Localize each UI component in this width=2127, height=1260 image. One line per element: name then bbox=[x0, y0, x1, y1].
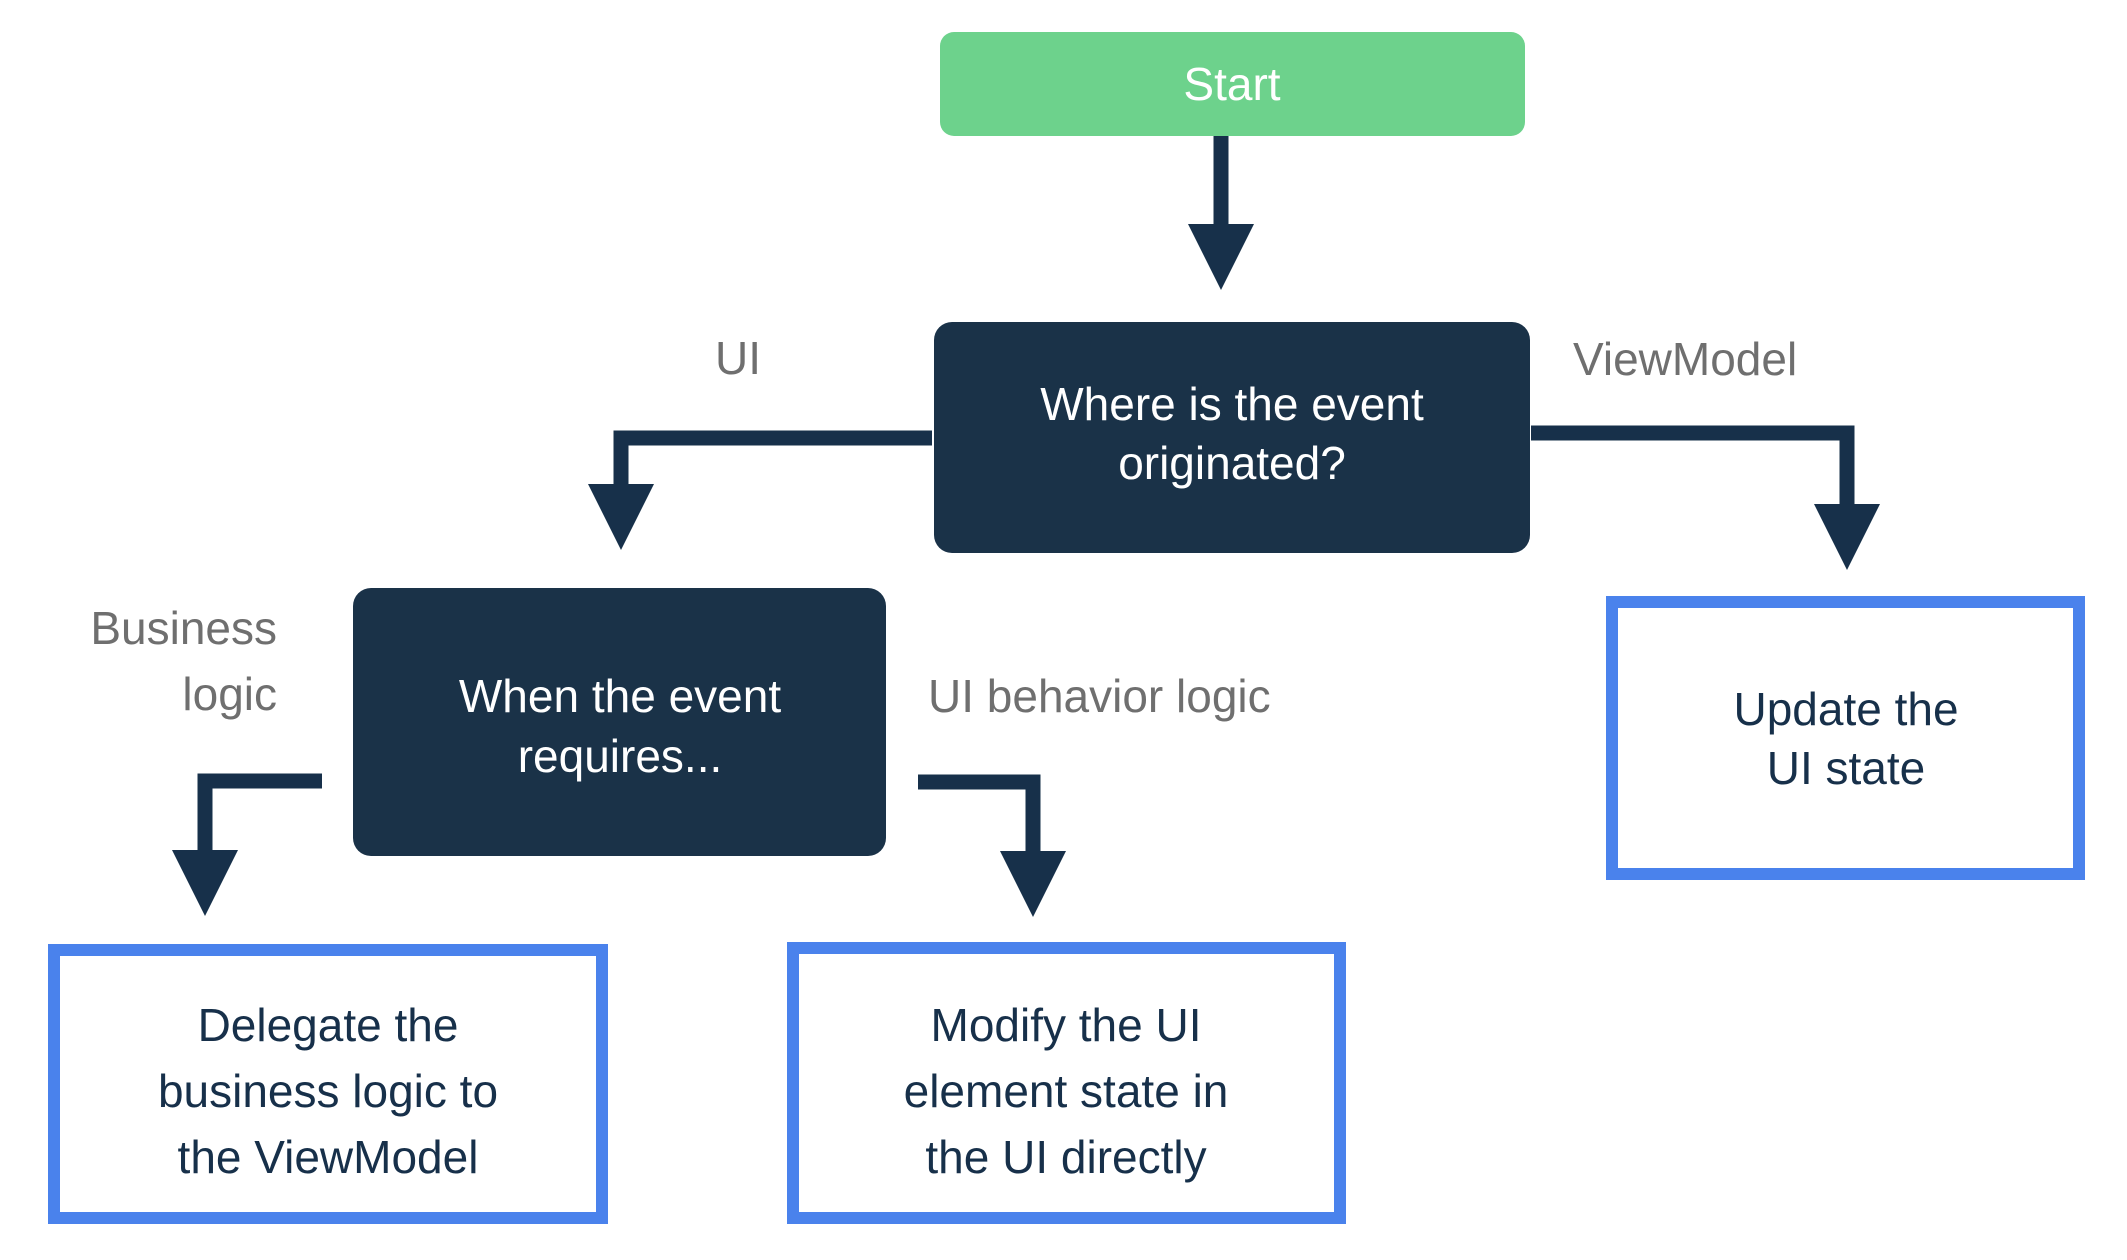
edge-label-business-logic-line2: logic bbox=[182, 668, 277, 720]
node-when-requires-line1: When the event bbox=[459, 670, 781, 722]
node-start-label: Start bbox=[1183, 58, 1280, 110]
node-where-originated-shape[interactable] bbox=[934, 322, 1530, 553]
connector-start-to-decision bbox=[1188, 136, 1254, 290]
node-delegate-business-logic-line2: business logic to bbox=[158, 1065, 498, 1117]
node-delegate-business-logic-line1: Delegate the bbox=[198, 999, 459, 1051]
edge-label-ui-behavior-logic: UI behavior logic bbox=[928, 670, 1271, 722]
edge-label-ui: UI bbox=[715, 332, 761, 384]
node-where-originated-line2: originated? bbox=[1118, 437, 1346, 489]
connector-viewmodel-branch bbox=[1531, 425, 1880, 570]
node-when-requires-line2: requires... bbox=[518, 730, 723, 782]
node-update-ui-state-line2: UI state bbox=[1767, 742, 1926, 794]
node-when-requires[interactable]: When the event requires... bbox=[353, 588, 886, 856]
node-modify-ui-element-state-line1: Modify the UI bbox=[931, 999, 1202, 1051]
node-start[interactable]: Start bbox=[940, 32, 1525, 136]
node-where-originated[interactable]: Where is the event originated? bbox=[934, 322, 1530, 553]
node-modify-ui-element-state[interactable]: Modify the UI element state in the UI di… bbox=[787, 942, 1346, 1224]
node-delegate-business-logic[interactable]: Delegate the business logic to the ViewM… bbox=[48, 944, 608, 1224]
node-start-shape[interactable] bbox=[940, 32, 1525, 136]
edge-label-viewmodel: ViewModel bbox=[1573, 333, 1797, 385]
connector-business-logic-branch bbox=[172, 773, 322, 916]
connector-ui-branch bbox=[588, 430, 932, 550]
node-delegate-business-logic-shape[interactable] bbox=[48, 944, 608, 1224]
node-update-ui-state[interactable]: Update the UI state bbox=[1606, 596, 2085, 880]
node-modify-ui-element-state-line3: the UI directly bbox=[925, 1131, 1206, 1183]
node-delegate-business-logic-line3: the ViewModel bbox=[178, 1131, 479, 1183]
node-when-requires-shape[interactable] bbox=[353, 588, 886, 856]
node-update-ui-state-line1: Update the bbox=[1733, 683, 1958, 735]
edge-labels-layer: UI ViewModel Business logic UI behavior … bbox=[90, 332, 1797, 722]
connector-ui-behavior-branch bbox=[918, 774, 1066, 917]
edge-label-business-logic-line1: Business bbox=[90, 602, 277, 654]
node-where-originated-line1: Where is the event bbox=[1040, 378, 1424, 430]
connectors-layer bbox=[172, 136, 1880, 917]
node-modify-ui-element-state-line2: element state in bbox=[904, 1065, 1229, 1117]
node-update-ui-state-shape[interactable] bbox=[1606, 596, 2085, 880]
node-modify-ui-element-state-shape[interactable] bbox=[787, 942, 1346, 1224]
